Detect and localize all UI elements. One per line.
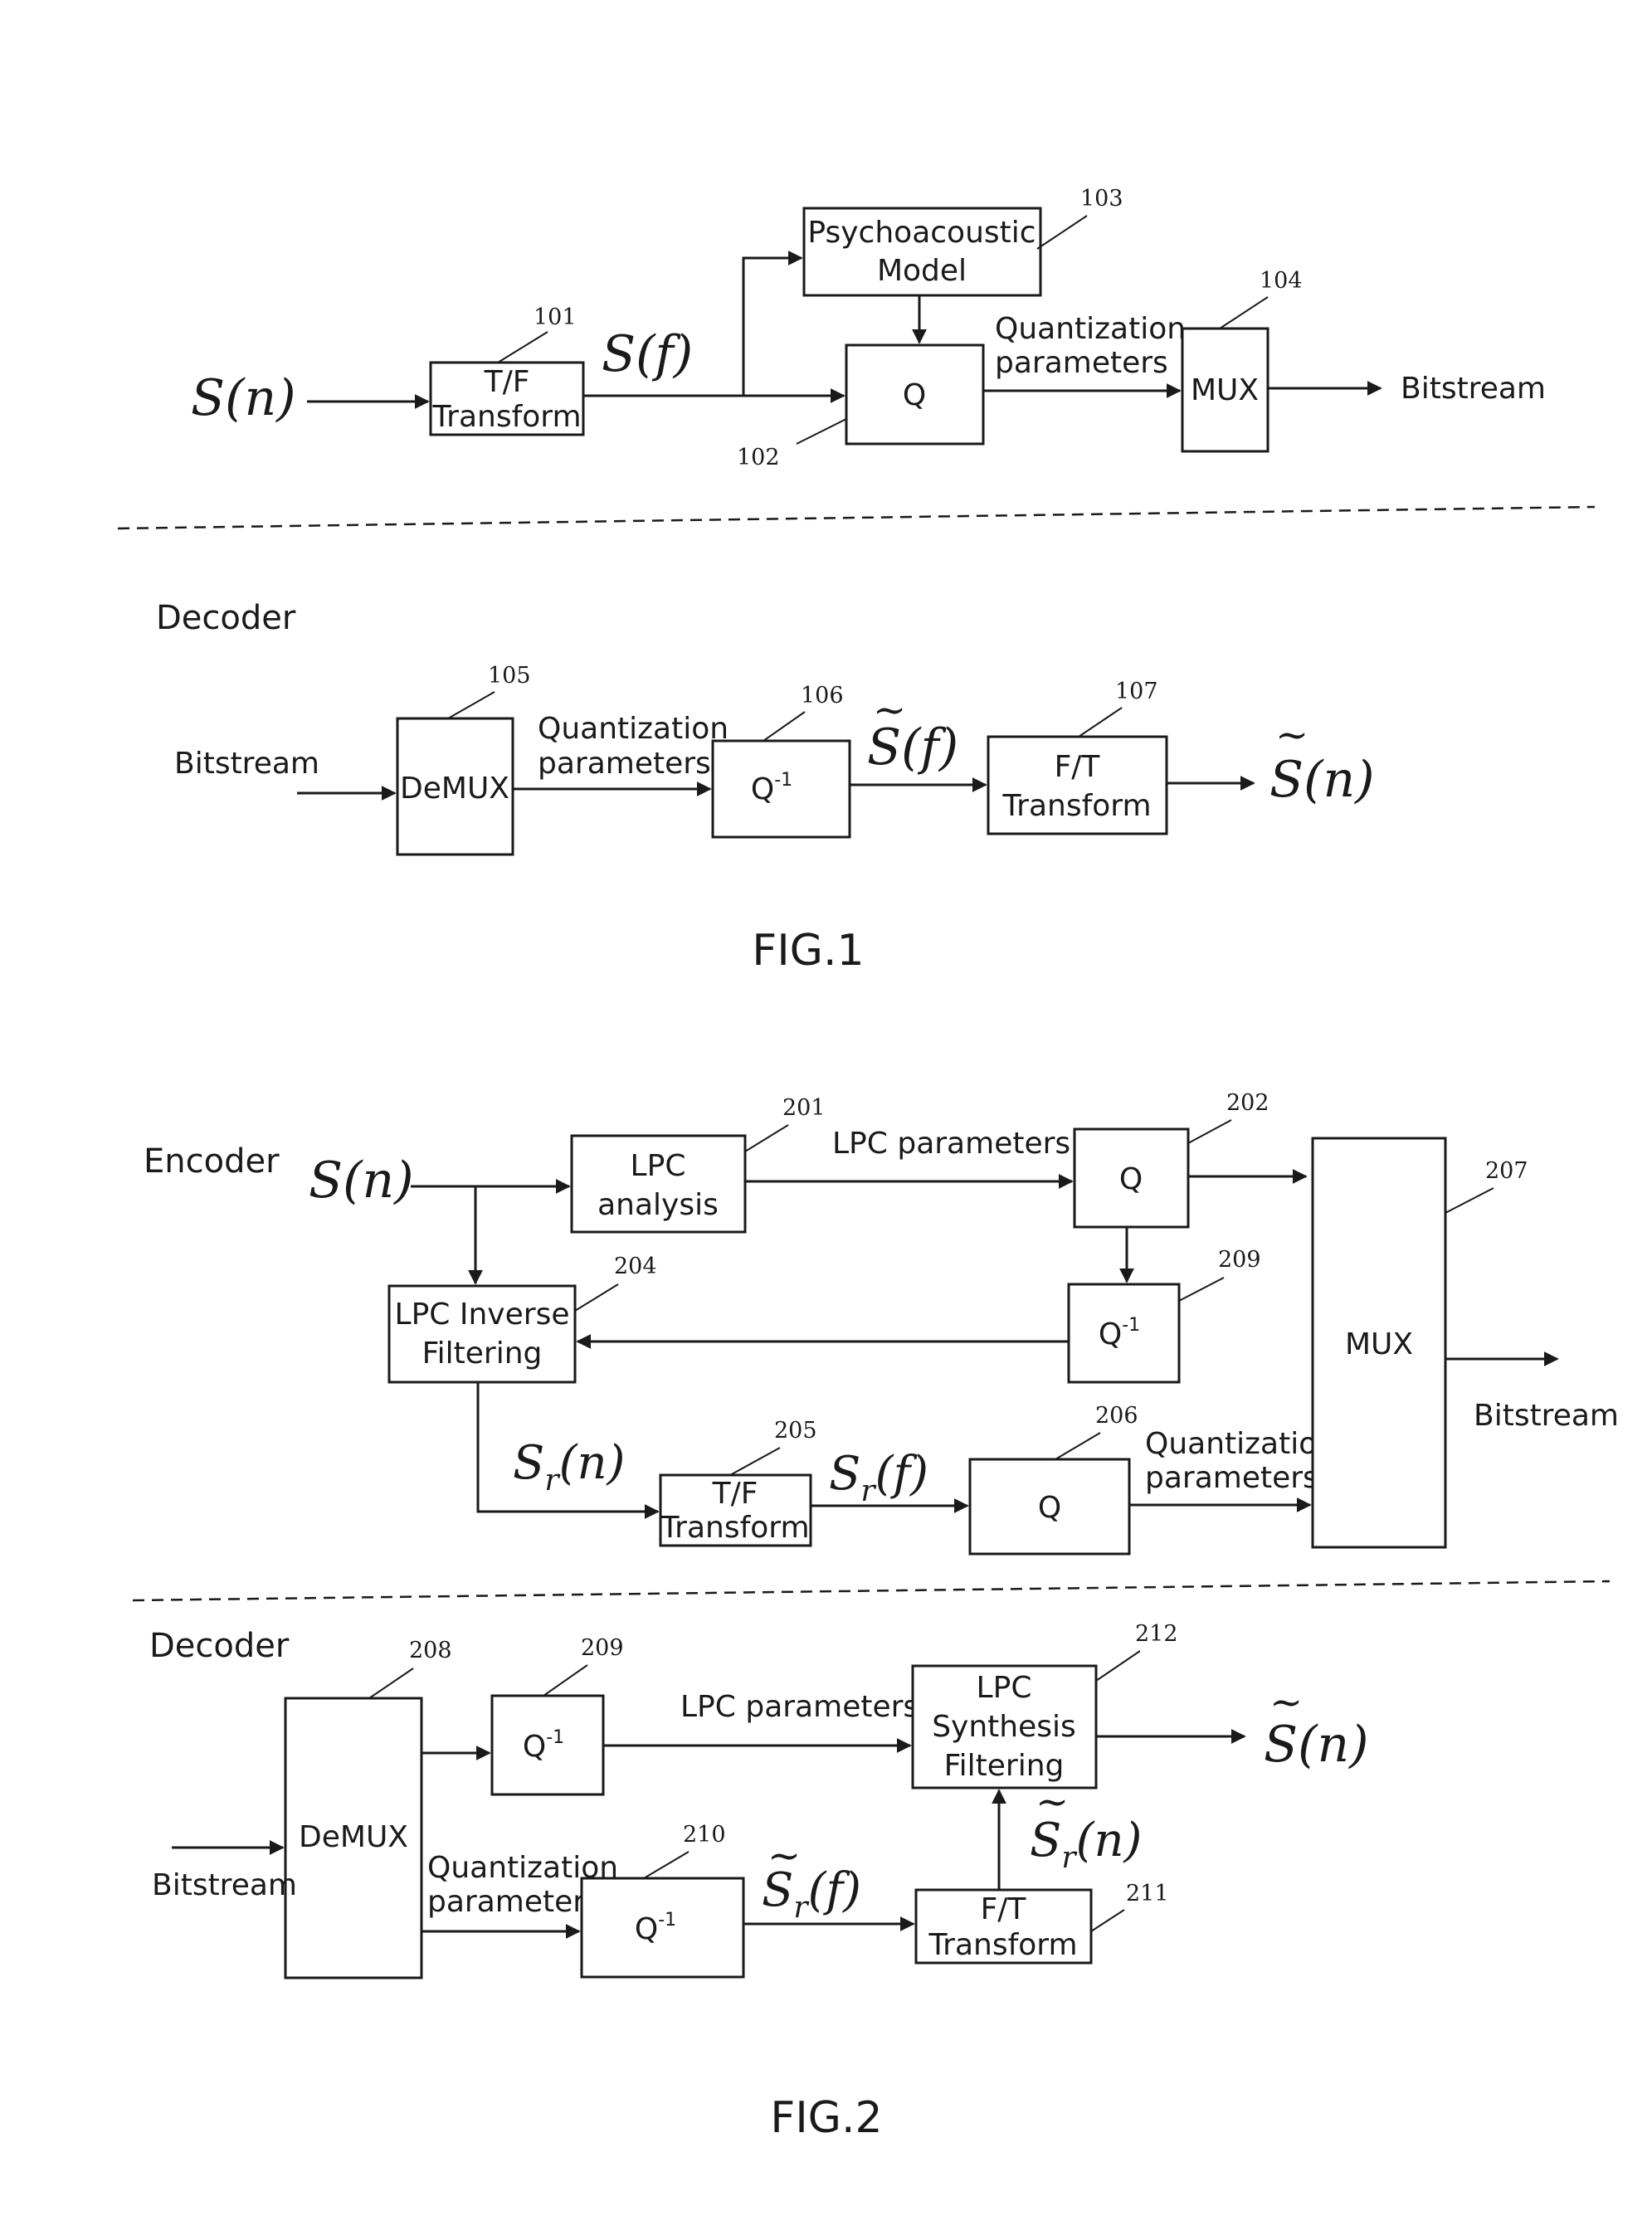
ref-208: 208 [409, 1638, 452, 1663]
leader-206 [1055, 1433, 1100, 1459]
fig1-freq-signal: S(f) [602, 325, 693, 383]
lpc-inverse-label-1: LPC Inverse [395, 1298, 570, 1332]
ref-102: 102 [737, 445, 780, 470]
fig2-bitstream-out: Bitstream [1474, 1399, 1619, 1433]
fig1-caption: FIG.1 [752, 926, 864, 976]
fig1-decoder-title: Decoder [156, 599, 296, 637]
fig2-decoder-title: Decoder [149, 1627, 290, 1665]
fig2-residual-freq: Sr(f) [829, 1447, 928, 1508]
fig1-decoder: Decoder Bitstream DeMUX 105 Quantization… [156, 599, 1375, 855]
leader-203 [1179, 1278, 1224, 1301]
ref-203: 209 [1218, 1247, 1261, 1273]
dec-ft-label-1: F/T [981, 1892, 1027, 1926]
lpc-params-label: LPC parameters [832, 1127, 1070, 1161]
ref-103: 103 [1080, 186, 1123, 212]
leader-101 [498, 332, 548, 363]
quantizer-label: Q [903, 378, 926, 412]
dec-quant-params-label-2: parameters [427, 1885, 601, 1919]
residual-tf-label-1: T/F [712, 1477, 758, 1511]
lpc-synth-label-2: Synthesis [932, 1710, 1076, 1744]
fig2-caption: FIG.2 [770, 2093, 882, 2143]
ref-107: 107 [1115, 679, 1158, 704]
leader-204 [575, 1284, 618, 1311]
lpc-synth-label-3: Filtering [944, 1749, 1065, 1783]
ref-206: 206 [1095, 1403, 1138, 1429]
leader-106 [763, 712, 805, 741]
fig1-signal-out: S(n) [1269, 751, 1375, 809]
fig2-demux-label: DeMUX [299, 1820, 408, 1854]
ref-211: 211 [1126, 1881, 1169, 1906]
psy-label-2: Model [877, 254, 967, 288]
quant-params-label-2: parameters [995, 346, 1168, 380]
psy-label-1: Psychoacoustic [807, 216, 1036, 250]
leader-209 [543, 1665, 587, 1696]
fig1-bitstream-in: Bitstream [174, 747, 319, 781]
fig1-dec-freq-signal: S(f) [867, 718, 958, 777]
residual-tf-label-2: Transform [660, 1511, 809, 1545]
tf-transform-label-2: Transform [431, 400, 581, 434]
leader-103 [1037, 216, 1087, 249]
fig2-dec-residual-freq: Sr(f) [762, 1863, 861, 1925]
lpc-quantizer-label: Q [1119, 1162, 1143, 1196]
ref-204: 204 [614, 1254, 657, 1279]
fig2-signal-out: S(n) [1264, 1716, 1369, 1774]
fig2-mux-label: MUX [1345, 1327, 1413, 1361]
leader-210 [644, 1852, 689, 1878]
mux-label: MUX [1191, 373, 1259, 407]
leader-107 [1079, 708, 1122, 737]
lpc-inverse-label-2: Filtering [422, 1337, 543, 1371]
dec-quant-params-label-1: Quantization [538, 712, 729, 746]
lpc-synth-label-1: LPC [977, 1671, 1032, 1705]
fig2-encoder-title: Encoder [144, 1142, 280, 1181]
fig2-dec-residual-signal: Sr(n) [1030, 1814, 1142, 1875]
leader-212 [1096, 1651, 1140, 1681]
leader-211 [1091, 1910, 1124, 1931]
leader-201 [745, 1125, 788, 1152]
demux-label: DeMUX [400, 772, 509, 806]
leader-202 [1188, 1120, 1231, 1143]
fig2-quant-params-label-1: Quantization [1145, 1427, 1336, 1461]
wire-branch-to-psy [743, 258, 802, 396]
ref-106: 106 [801, 683, 844, 708]
fig2-encoder: Encoder S(n) LPC analysis 201 LPC parame… [144, 1090, 1619, 1554]
tf-transform-label-1: T/F [484, 365, 530, 399]
fig2-decoder: Decoder DeMUX 208 Bitstream Q-1 209 LPC … [149, 1621, 1369, 1978]
ft-transform-label-2: Transform [1001, 789, 1151, 823]
ref-105: 105 [488, 663, 531, 689]
fig1-dashed-separator [118, 507, 1595, 528]
ref-104: 104 [1260, 268, 1303, 294]
dec-ft-label-2: Transform [928, 1928, 1077, 1962]
leader-207 [1445, 1188, 1494, 1213]
dec-lpc-params-label: LPC parameters [680, 1690, 919, 1724]
fig2-dashed-separator [133, 1581, 1610, 1600]
ref-101: 101 [534, 304, 577, 330]
fig1-signal-in: S(n) [191, 369, 296, 427]
fig2-residual-signal: Sr(n) [513, 1436, 625, 1497]
leader-205 [730, 1448, 780, 1475]
leader-208 [369, 1668, 413, 1698]
fig2-signal-in: S(n) [309, 1152, 414, 1210]
fig2-bitstream-in: Bitstream [152, 1868, 297, 1902]
dec-quant-params-label-2: parameters [538, 747, 711, 781]
fig1-encoder: S(n) T/F Transform 101 S(f) Psychoacoust… [191, 186, 1546, 470]
residual-quantizer-label: Q [1038, 1491, 1061, 1525]
leader-102 [797, 419, 846, 444]
lpc-analysis-label-1: LPC [631, 1149, 686, 1183]
ref-209: 209 [581, 1635, 624, 1661]
ref-205: 205 [774, 1418, 817, 1444]
ref-210: 210 [683, 1822, 726, 1848]
fig1-bitstream-out: Bitstream [1401, 372, 1546, 406]
quant-params-label-1: Quantization [995, 312, 1186, 346]
fig2-quant-params-label-2: parameters [1145, 1461, 1318, 1495]
leader-104 [1220, 297, 1268, 329]
ref-202: 202 [1226, 1090, 1269, 1116]
ft-transform-label-1: F/T [1055, 750, 1101, 784]
lpc-analysis-label-2: analysis [597, 1188, 719, 1222]
ref-207: 207 [1485, 1158, 1528, 1184]
ref-212: 212 [1135, 1621, 1178, 1647]
ref-201: 201 [782, 1095, 826, 1121]
leader-105 [448, 692, 495, 718]
